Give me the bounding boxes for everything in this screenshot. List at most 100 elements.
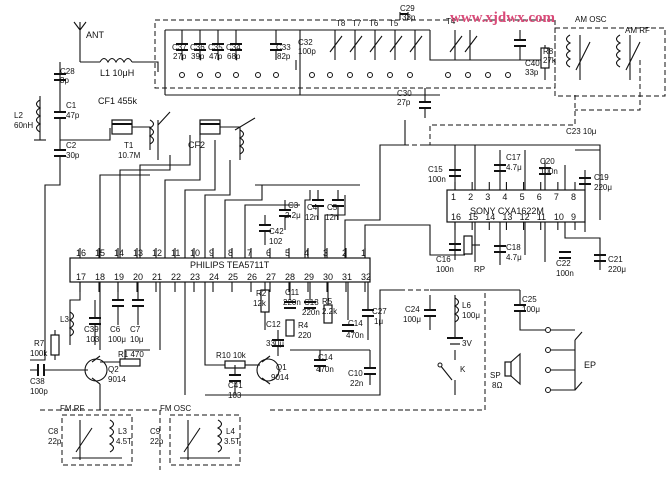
dashed-am-link-right (575, 60, 641, 111)
label-c39: C39 (84, 325, 99, 334)
label-c1-value: 47p (66, 111, 80, 120)
label-c32-value: 100p (298, 47, 316, 56)
label-c39-value: 103 (86, 335, 100, 344)
inductor-l4-fm-osc (216, 419, 223, 453)
label-c20: C20 (540, 157, 555, 166)
cxa1622m-pin-1: 1 (451, 192, 456, 202)
cap-c7 (132, 282, 144, 325)
tea-bottom-connections (159, 282, 400, 396)
label-l4: L4 (226, 427, 235, 436)
label-c16: C16 (436, 255, 451, 264)
tea5711t-pin-23: 23 (190, 272, 200, 282)
label-r4: R4 (298, 321, 309, 330)
label-ep: EP (584, 360, 596, 370)
cxa-periphery (420, 144, 606, 270)
label-t1: T1 (124, 141, 134, 150)
fm-rf-coil-box (61, 414, 133, 466)
cap-c14-lower (314, 350, 326, 372)
tea5711t-pin-6: 6 (266, 248, 271, 258)
label-rp: RP (474, 265, 485, 274)
label-c36: C36 (190, 43, 205, 52)
ic-tea5711t-label: PHILIPS TEA5711T (190, 260, 270, 270)
label-c42-value: 102 (269, 237, 283, 246)
ic-cxa1622m-bottom-leads (454, 222, 576, 230)
label-l6: L6 (462, 301, 471, 310)
inductor-l2 (35, 99, 42, 133)
cap-c10 (364, 350, 376, 385)
tea5711t-pin-9: 9 (209, 248, 214, 258)
cxa1622m-pin-9: 9 (571, 212, 576, 222)
cap-c20 (539, 167, 551, 175)
label-r7-value: 100k (30, 349, 48, 358)
label-c25: C25 (522, 295, 537, 304)
cap-c3 (279, 200, 291, 230)
label-q1: Q1 (276, 363, 287, 372)
label-c1: C1 (66, 101, 77, 110)
label-c16-value: 100n (436, 265, 454, 274)
tea5711t-pin-7: 7 (247, 248, 252, 258)
resistor-r1 (119, 358, 141, 367)
watermark-text: www.xjdwx.com (450, 10, 555, 26)
label-c17-value: 4.7μ (506, 163, 522, 172)
label-c34: C34 (226, 43, 241, 52)
label-r10: R10 10k (216, 351, 247, 360)
label-c33: C33 (276, 43, 291, 52)
cap-c36 (194, 30, 206, 60)
cap-c1 (54, 96, 66, 140)
label-k: K (460, 365, 466, 374)
label-c10: C10 (348, 369, 363, 378)
tea5711t-pin-19: 19 (114, 272, 124, 282)
cap-c38 (30, 364, 75, 376)
label-r7: R7 (34, 339, 45, 348)
label-c4-value: 12n (305, 213, 318, 222)
ic-tea5711t-bottom-leads (79, 282, 366, 292)
cap-c17 (494, 164, 506, 172)
tuning-rail-mid (299, 30, 440, 96)
ic-cxa1622m-label: SONY CXA1622M (470, 206, 544, 216)
label-c40-value: 33p (525, 68, 539, 77)
label-l3: L3 (60, 315, 69, 324)
component-labels: ANT C28 3p L1 10μH C1 47p L2 60nH CF1 45… (14, 4, 650, 446)
label-c42: C42 (269, 227, 284, 236)
cap-c11 (284, 301, 296, 309)
label-r8: R8 (543, 47, 554, 56)
cap-c24 (424, 295, 436, 330)
label-q1-value: 9014 (271, 373, 289, 382)
antenna-symbol (73, 21, 87, 62)
coil-near-cf2 (238, 129, 245, 155)
tea5711t-pin-1: 1 (361, 248, 366, 258)
label-sp: SP (490, 371, 501, 380)
tea-top-connections (30, 120, 465, 361)
cap-c35 (212, 30, 224, 60)
label-c17: C17 (506, 153, 521, 162)
cap-c21 (594, 254, 606, 262)
label-c22-value: 100n (556, 269, 574, 278)
tea5711t-pin-13: 13 (133, 248, 143, 258)
label-c7: C7 (130, 325, 141, 334)
label-c14-lower: C14 (318, 353, 333, 362)
inductor-l6 (453, 297, 460, 323)
cap-c30 (419, 88, 431, 118)
tea5711t-pin-31: 31 (342, 272, 352, 282)
tea5711t-pin-18: 18 (95, 272, 105, 282)
fm-osc-coil-box (169, 414, 241, 466)
tea5711t-pin-20: 20 (133, 272, 143, 282)
dashed-am-link (380, 95, 576, 146)
tuning-rail-right (429, 30, 545, 61)
label-c28: C28 (60, 67, 75, 76)
tea5711t-pin-32: 32 (361, 272, 371, 282)
inductor-l1 (99, 57, 133, 64)
label-t8: T8 (336, 19, 346, 28)
cap-c16 (449, 243, 461, 251)
label-c28-value: 3p (60, 76, 69, 85)
cxa1622m-pin-8: 8 (571, 192, 576, 202)
label-c34-value: 68p (227, 52, 241, 61)
tuning-capacitor-bank (154, 12, 556, 118)
tea5711t-pin-10: 10 (190, 248, 200, 258)
trimmers-t8-t5 (329, 30, 423, 60)
label-c29-value: 33p (402, 13, 416, 22)
label-c41: C41 (228, 381, 243, 390)
transistor-q1 (256, 358, 280, 382)
